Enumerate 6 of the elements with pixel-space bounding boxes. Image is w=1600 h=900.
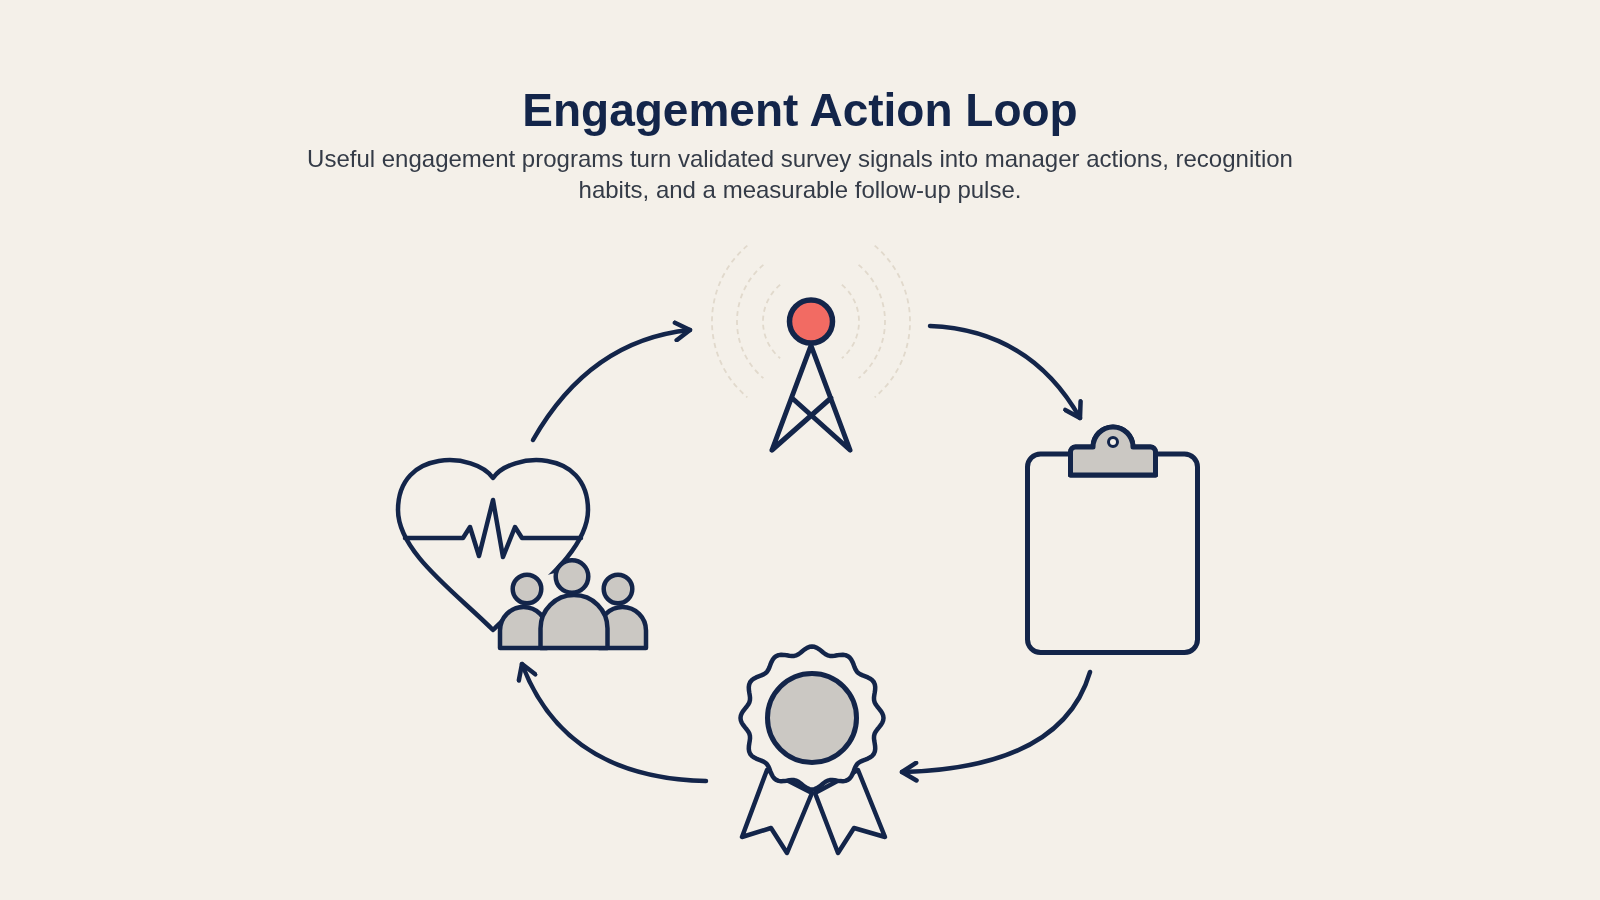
title: Engagement Action Loop — [522, 84, 1078, 137]
curved-arrow — [927, 323, 1083, 421]
curved-arrow — [517, 661, 709, 784]
curved-arrow — [530, 321, 693, 443]
subtitle: Useful engagement programs turn validated survey signals into manager actions, recognition habits, and a measurable follow-up pulse. — [306, 144, 1294, 205]
curved-arrow — [899, 669, 1093, 783]
